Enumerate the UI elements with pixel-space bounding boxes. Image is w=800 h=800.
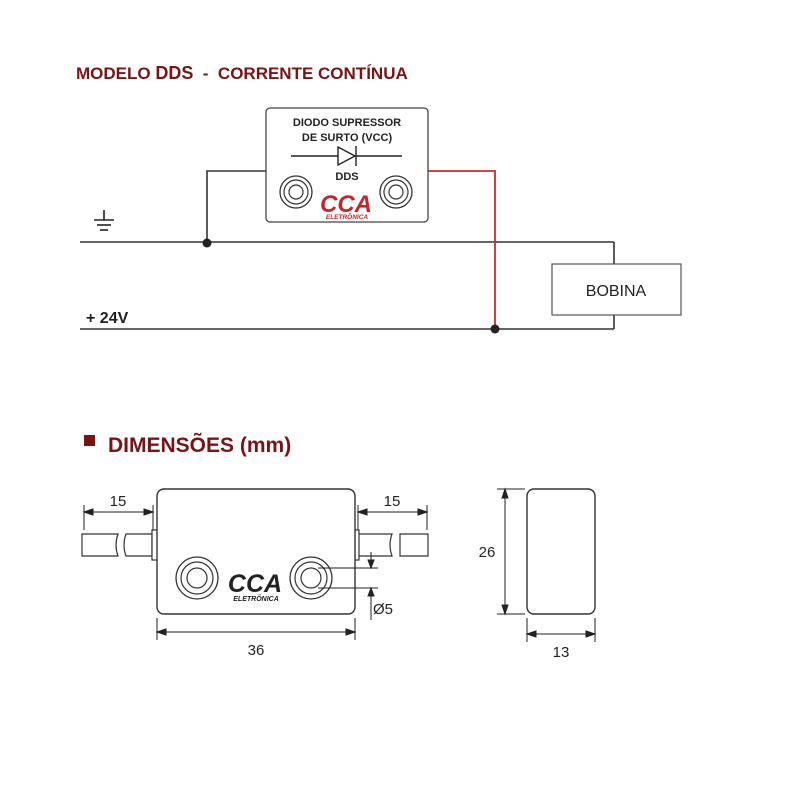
model-title-suffix: - CORRENTE CONTÍNUA (193, 64, 407, 83)
dimension-width (155, 618, 357, 640)
supply-voltage-label: + 24V (86, 310, 129, 327)
component-title-line2: DE SURTO (VCC) (302, 132, 393, 144)
mounting-hole-right (379, 175, 413, 209)
ground-symbol-icon (94, 210, 114, 231)
dimension-width-label: 36 (248, 642, 265, 659)
dimension-hole-label: Ø5 (373, 601, 393, 618)
right-cable (355, 533, 429, 557)
component-title-line1: DIODO SUPRESSOR (293, 117, 401, 129)
coil-box (551, 263, 682, 316)
dimension-hole (318, 552, 378, 620)
model-title-code: DDS (155, 63, 193, 83)
dimension-left-wire-label: 15 (110, 493, 127, 510)
model-title: MODELO DDS - CORRENTE CONTÍNUA (76, 63, 408, 83)
front-hole-right (289, 556, 333, 600)
left-cable (81, 533, 153, 557)
component-positive-lead (428, 170, 496, 329)
section-bullet-icon (84, 435, 95, 446)
cca-logo-sub: ELETRÔNICA (326, 212, 369, 221)
dimensions-title: DIMENSÕES (mm) (108, 433, 291, 457)
front-hole-left (175, 556, 219, 600)
dimension-left-wire (82, 505, 155, 530)
positive-junction-dot (490, 324, 500, 334)
dimension-right-wire-label: 15 (384, 493, 401, 510)
dimension-right-wire (356, 505, 429, 530)
component-negative-lead (206, 170, 266, 243)
component-code-label: DDS (335, 171, 358, 183)
dimension-depth (525, 618, 597, 642)
ground-junction-dot (202, 238, 212, 248)
coil-label: BOBINA (586, 283, 647, 300)
front-view: CCA ELETRÔNICA (81, 488, 429, 615)
side-view-body (526, 488, 596, 615)
front-view-logo: CCA (228, 570, 282, 598)
mounting-hole-left (279, 175, 313, 209)
front-view-logo-sub: ELETRÔNICA (233, 594, 279, 603)
dimension-height-label: 26 (479, 544, 496, 561)
diode-symbol-icon (291, 145, 402, 167)
dimension-height (497, 487, 525, 616)
dimension-depth-label: 13 (553, 644, 570, 661)
model-title-prefix: MODELO (76, 64, 155, 83)
cca-logo: CCA (320, 191, 372, 218)
dds-module: DIODO SUPRESSOR DE SURTO (VCC) DDS CCA E… (265, 107, 429, 223)
